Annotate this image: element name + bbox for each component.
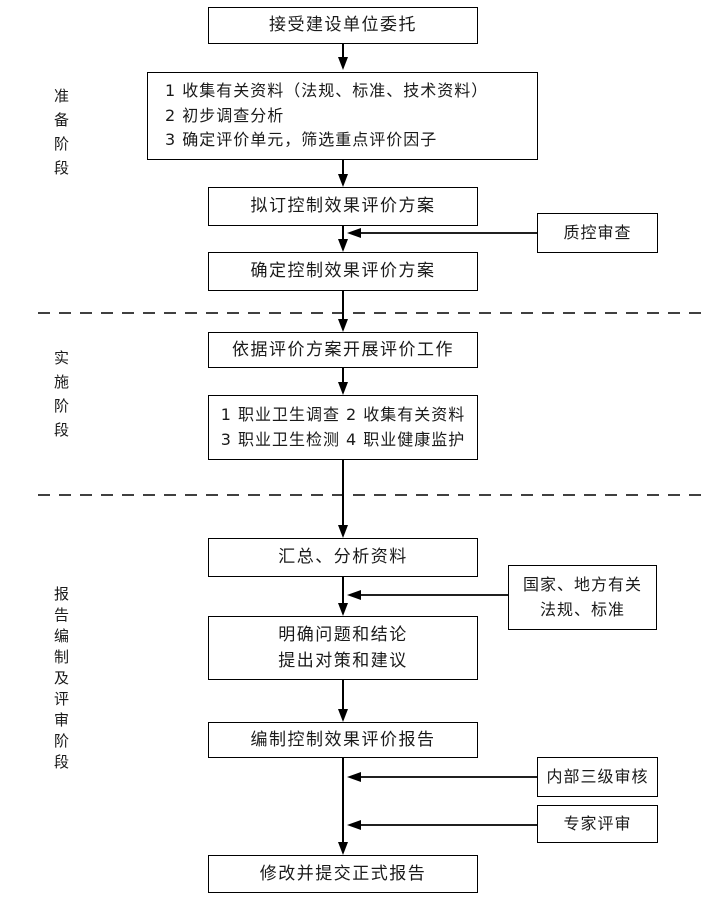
phase-label-reporting: 报告编制及评审阶段 xyxy=(52,586,70,775)
flow-box-text: 接受建设单位委托 xyxy=(269,15,417,36)
flow-box-clarify-conclusions: 明确问题和结论 提出对策和建议 xyxy=(208,616,478,680)
flow-box-draft-plan: 拟订控制效果评价方案 xyxy=(208,187,478,226)
side-box-expert-review: 专家评审 xyxy=(537,805,658,843)
side-box-text: 专家评审 xyxy=(563,813,632,833)
flow-box-summarize-data: 汇总、分析资料 xyxy=(208,538,478,577)
flow-box-line: 提出对策和建议 xyxy=(278,651,408,671)
flow-box-text: 汇总、分析资料 xyxy=(278,547,408,568)
flow-box-submit-final-report: 修改并提交正式报告 xyxy=(208,855,478,893)
side-box-qc-review: 质控审查 xyxy=(537,213,658,253)
flow-box-survey-detection: 1 职业卫生调查 2 收集有关资料 3 职业卫生检测 4 职业健康监护 xyxy=(208,395,478,460)
side-box-internal-review: 内部三级审核 xyxy=(537,757,658,797)
side-box-line: 国家、地方有关 xyxy=(522,574,642,594)
flow-box-carry-out-evaluation: 依据评价方案开展评价工作 xyxy=(208,332,478,368)
flow-box-line: 2 初步调查分析 xyxy=(165,105,285,125)
side-box-text: 质控审查 xyxy=(563,222,632,242)
flow-box-compile-report: 编制控制效果评价报告 xyxy=(208,722,478,758)
flow-box-accept-commission: 接受建设单位委托 xyxy=(208,7,478,44)
flow-box-text: 拟订控制效果评价方案 xyxy=(250,196,436,217)
flow-box-line: 1 收集有关资料（法规、标准、技术资料） xyxy=(165,80,489,100)
flow-box-line: 明确问题和结论 xyxy=(278,624,408,645)
flow-box-text: 修改并提交正式报告 xyxy=(259,863,427,884)
phase-label-implementation: 实施阶段 xyxy=(52,350,70,446)
flow-box-confirm-plan: 确定控制效果评价方案 xyxy=(208,252,478,291)
side-box-regulations: 国家、地方有关 法规、标准 xyxy=(508,565,657,630)
flow-box-text: 确定控制效果评价方案 xyxy=(250,261,436,282)
phase-label-preparation: 准备阶段 xyxy=(52,88,70,184)
flow-box-text: 依据评价方案开展评价工作 xyxy=(232,339,454,360)
flow-box-collect-materials: 1 收集有关资料（法规、标准、技术资料） 2 初步调查分析 3 确定评价单元，筛… xyxy=(147,72,538,160)
side-box-text: 内部三级审核 xyxy=(546,766,649,786)
flow-box-line: 1 职业卫生调查 2 收集有关资料 xyxy=(220,404,466,424)
flow-box-text: 编制控制效果评价报告 xyxy=(250,729,436,750)
flow-box-line: 3 确定评价单元，筛选重点评价因子 xyxy=(165,130,438,150)
flow-box-line: 3 职业卫生检测 4 职业健康监护 xyxy=(220,429,466,449)
side-box-line: 法规、标准 xyxy=(539,599,625,619)
